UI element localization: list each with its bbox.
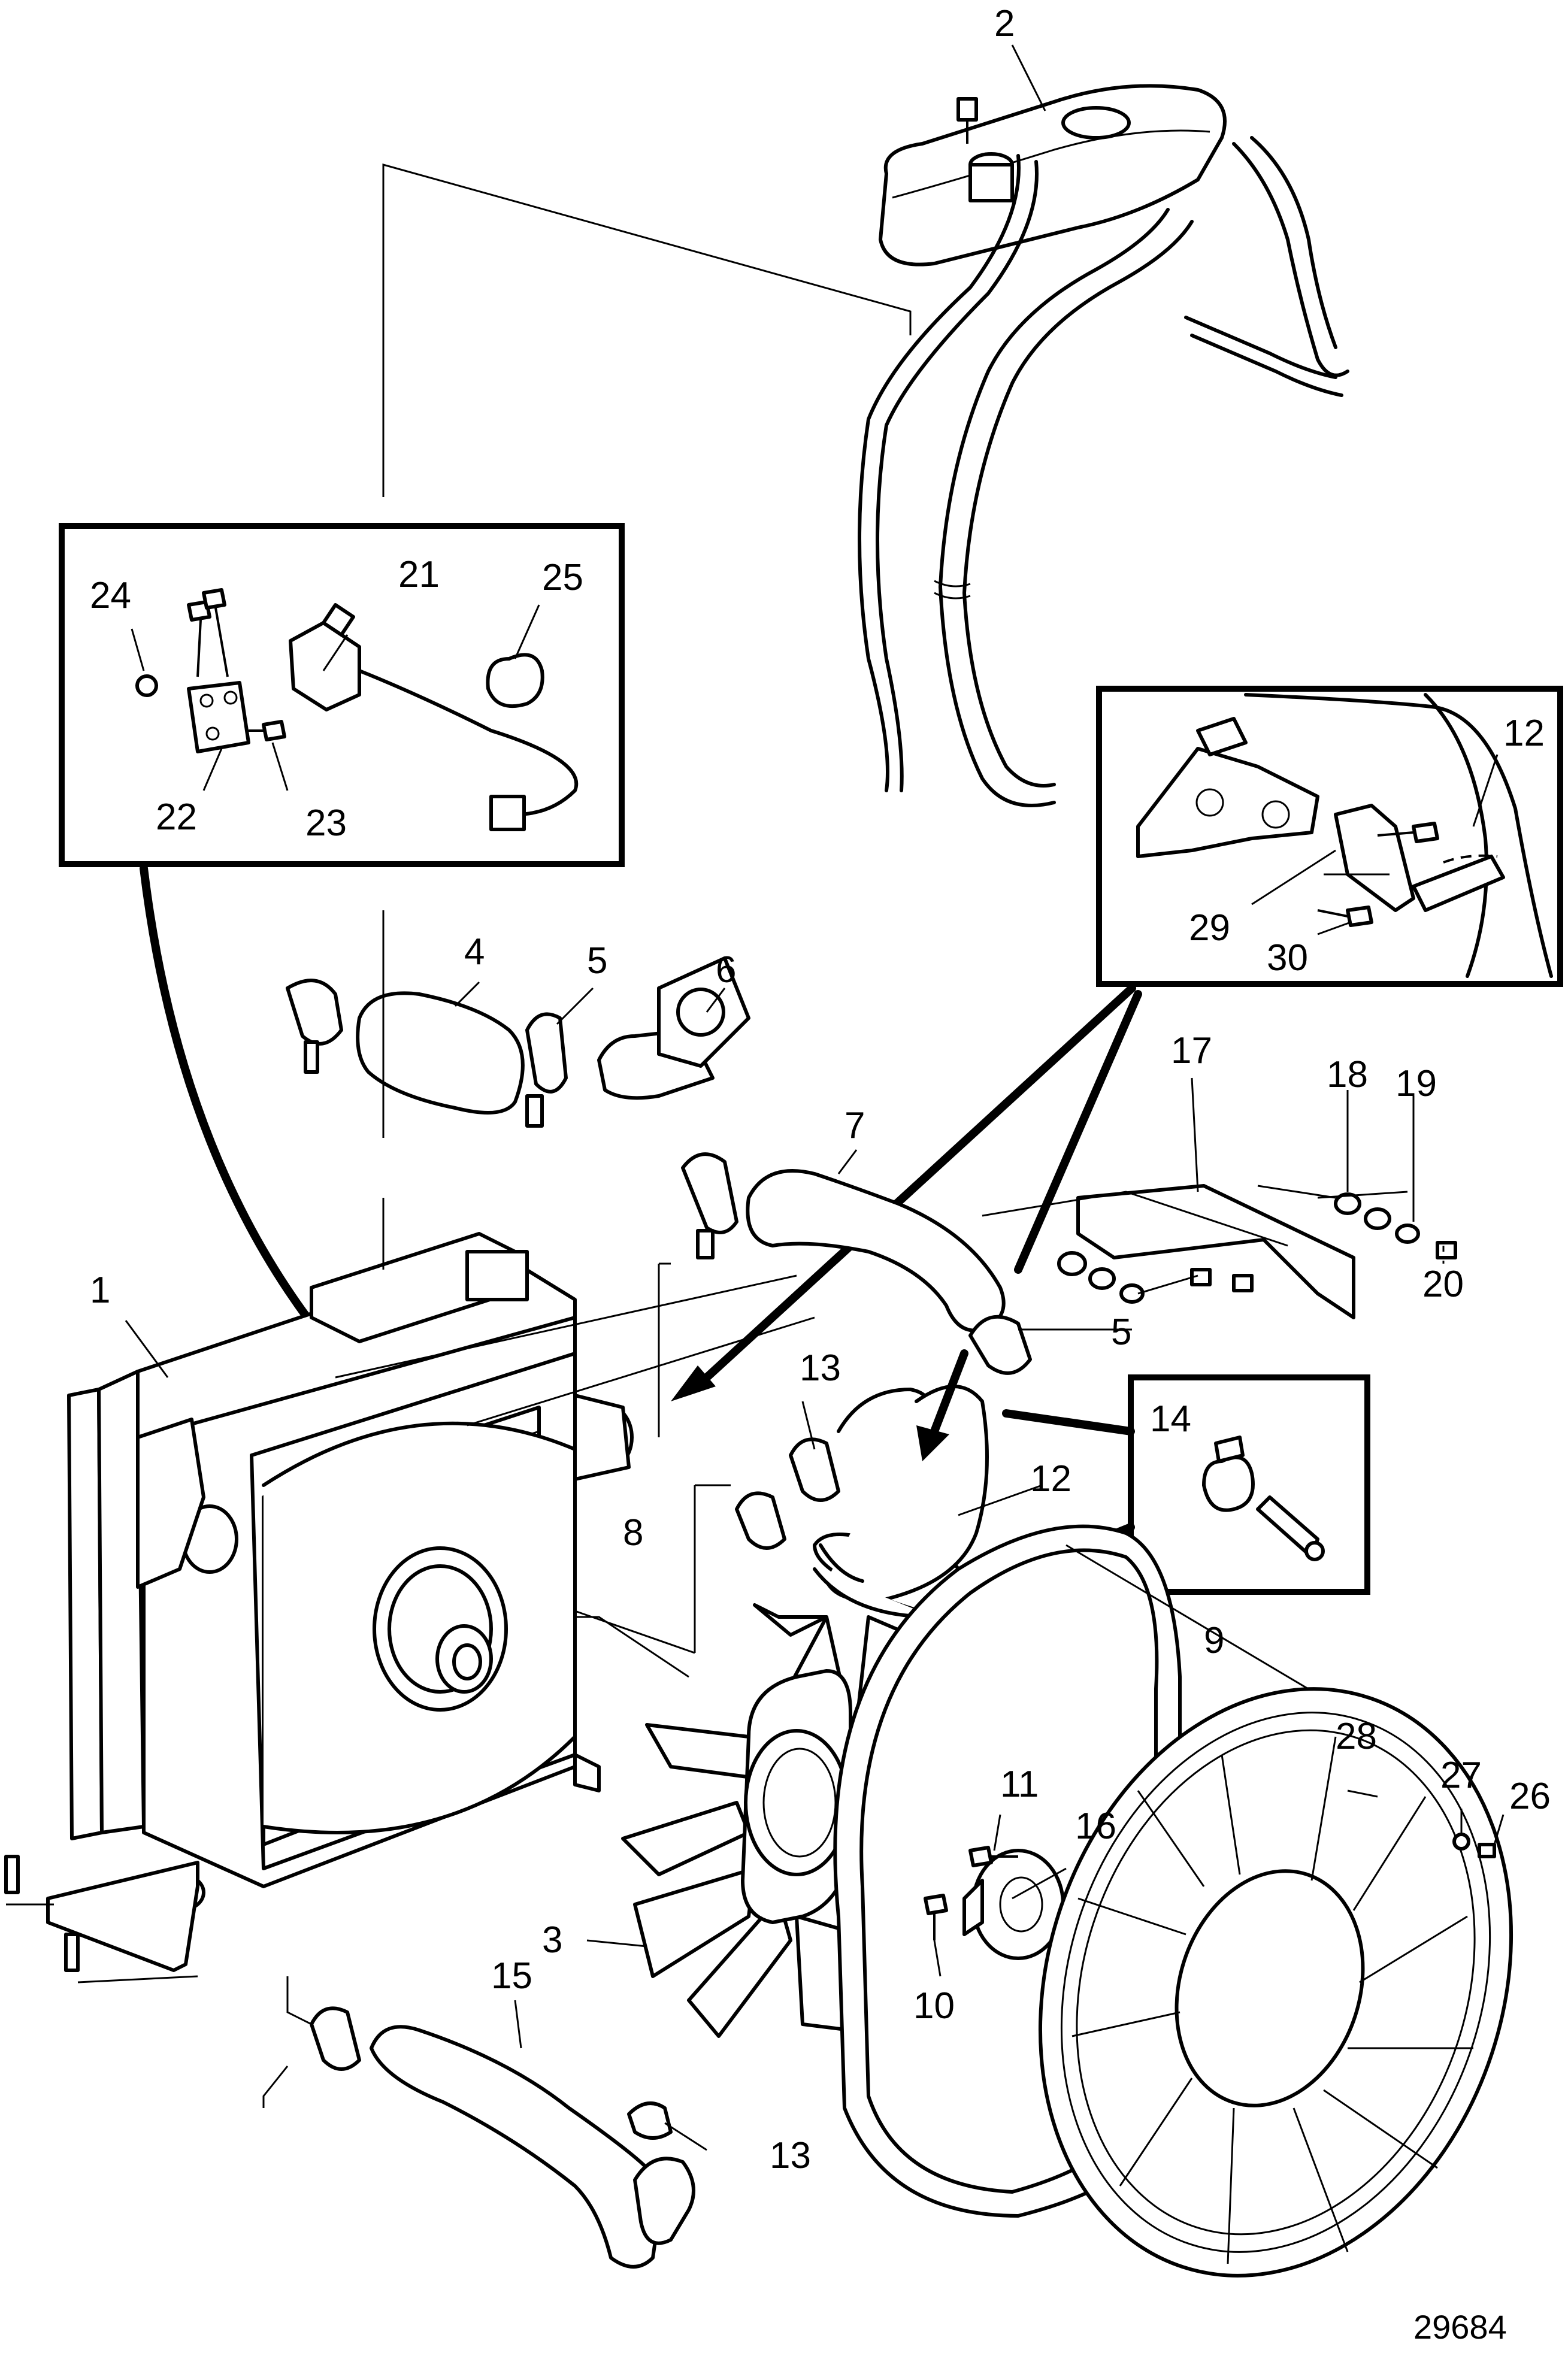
fan-guard: [1038, 1687, 1513, 2278]
callout-24: 24: [90, 575, 131, 616]
callout-13a: 13: [800, 1347, 841, 1389]
callout-29: 29: [1189, 907, 1230, 949]
clamp-detail-inset: [1002, 1374, 1370, 1595]
callout-12b: 12: [1030, 1458, 1071, 1500]
callout-11: 11: [1000, 1764, 1039, 1805]
link-line-a: [335, 1274, 797, 1379]
callout-19: 19: [1396, 1063, 1437, 1104]
callout-15: 15: [491, 1955, 532, 1997]
tank-hoses: [858, 136, 1349, 807]
callout-26: 26: [1509, 1776, 1551, 1817]
bracket-pointer-1-head: [671, 1365, 716, 1401]
fan-leader: [586, 1939, 647, 1948]
hose-7: [658, 1152, 1032, 1437]
callout-18: 18: [1327, 1054, 1368, 1095]
callout-leaders: [125, 44, 1505, 2049]
lower-hose-15: [286, 1976, 707, 2269]
lower-hoses: [694, 1349, 989, 1653]
callout-14: 14: [1150, 1398, 1191, 1440]
callout-1: 1: [90, 1270, 110, 1311]
tank-leader-line: [382, 163, 912, 497]
callout-20: 20: [1422, 1264, 1464, 1305]
figure-number: 29684: [1413, 2308, 1507, 2346]
callout-21: 21: [398, 554, 440, 595]
callout-25: 25: [542, 557, 583, 598]
callout-7: 7: [844, 1105, 865, 1146]
callout-9: 9: [1204, 1620, 1224, 1661]
fan-clutch: [373, 1546, 508, 1712]
callout-13b: 13: [770, 2135, 811, 2176]
callout-2: 2: [994, 3, 1015, 44]
callout-10: 10: [913, 1985, 955, 2027]
sensor-detail-inset: [59, 523, 625, 867]
callout-22: 22: [156, 797, 197, 838]
callout-8: 8: [623, 1512, 643, 1553]
bracket-detail-inset: [1096, 686, 1563, 987]
radiator: [4, 910, 634, 2108]
callout-4: 4: [464, 931, 485, 973]
callout-6: 6: [716, 949, 736, 991]
link-line-b: [467, 1316, 815, 1427]
mounting-bracket: [982, 1184, 1457, 1319]
callout-17: 17: [1171, 1030, 1212, 1071]
callout-numbers: 1 2 3 4 5 5 6 7 8 9 10 11 12 12 13 13 14…: [90, 3, 1551, 2346]
callout-12a: 12: [1503, 713, 1545, 754]
bracket-pointer-2: [1014, 990, 1142, 1274]
upper-hose-assembly: [286, 956, 750, 1128]
callout-5a: 5: [587, 940, 607, 982]
callout-16: 16: [1075, 1806, 1116, 1847]
expansion-tank: [879, 84, 1227, 267]
callout-23: 23: [305, 802, 347, 844]
callout-27: 27: [1440, 1755, 1482, 1796]
callout-5b: 5: [1111, 1312, 1131, 1353]
callout-3: 3: [542, 1919, 562, 1961]
callout-28: 28: [1336, 1716, 1377, 1757]
callout-30: 30: [1267, 937, 1308, 979]
hose-12-leader: [574, 1610, 695, 1654]
clutch-leader: [575, 1616, 689, 1678]
bracket-pointer-1: [703, 984, 1136, 1382]
